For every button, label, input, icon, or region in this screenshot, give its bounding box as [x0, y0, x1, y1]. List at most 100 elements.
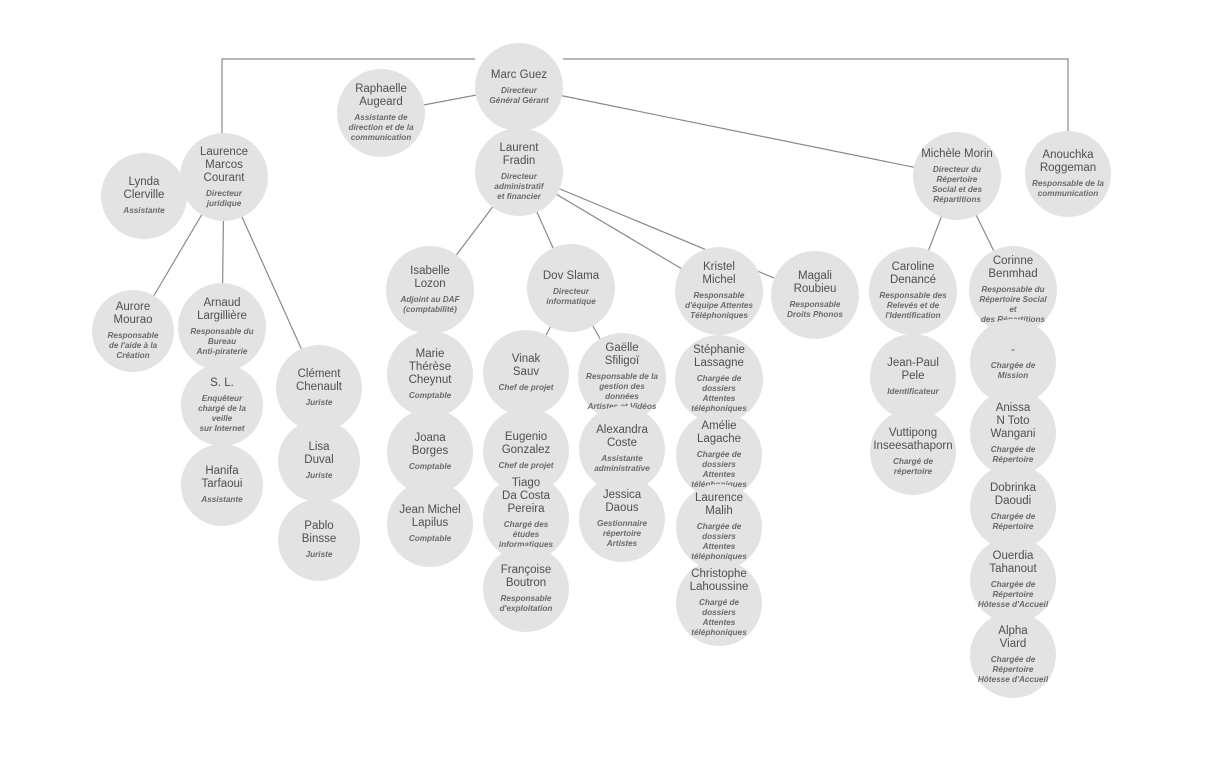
person-node-sl: S. L. Enquêteur chargé de la veille sur I… [181, 364, 263, 446]
person-name: Anissa N Toto Wangani [990, 401, 1036, 440]
person-name: Stéphanie Lassagne [693, 344, 745, 369]
person-name: Vinak Sauv [511, 353, 541, 378]
person-name: Eugenio Gonzalez [501, 431, 551, 456]
person-role: Juriste [305, 550, 333, 559]
person-name: Alpha Viard [998, 625, 1028, 650]
person-role: Chargée de Répertoire Hôtesse d'Accueil [977, 655, 1049, 684]
link-marc-michele [518, 86, 958, 177]
person-name: - [1011, 343, 1015, 356]
person-role: Chargée de Mission [990, 360, 1036, 380]
person-role: Chef de projet [498, 461, 554, 470]
person-role: Responsable de l'aide à la Création [107, 331, 159, 360]
person-role: Assistante [201, 495, 243, 504]
person-name: Jessica Daous [602, 489, 642, 514]
person-name: S. L. [210, 376, 234, 389]
person-role: Comptable [408, 534, 452, 543]
person-name: Aurore Mourao [113, 301, 153, 326]
person-name: Gaëlle Sfiligoï [604, 342, 640, 367]
person-name: Tiago Da Costa Pereira [502, 476, 550, 515]
person-role: Gestionnaire répertoire Artistes [596, 519, 648, 548]
person-role: Enquêteur chargé de la veille sur Intern… [198, 393, 246, 433]
person-role: Adjoint au DAF (comptabilité) [400, 295, 460, 314]
person-role: Directeur informatique [546, 286, 596, 306]
person-name: Amélie Lagache [696, 420, 742, 445]
person-role: Responsable Droits Phonos [787, 300, 843, 319]
person-name: Pablo Binsse [301, 520, 337, 545]
person-role: Comptable [408, 390, 452, 400]
link-laurent-magali [518, 171, 816, 296]
link-marc-anouchka [563, 58, 1069, 131]
person-name: Marc Guez [490, 68, 548, 81]
person-name: Françoise Boutron [500, 564, 552, 589]
person-name: Kristel Michel [702, 261, 736, 286]
person-name: Dov Slama [542, 269, 600, 282]
person-role: Chef de projet [498, 383, 554, 392]
person-role: Juriste [305, 398, 333, 407]
person-name: Marie Thérèse Cheynut [408, 347, 452, 386]
person-name: Laurence Marcos Courant [200, 145, 248, 184]
person-role: Directeur du Répertoire Social et des Ré… [931, 164, 983, 204]
person-role: Directeur administratif et financier [494, 172, 544, 201]
person-name: Corinne Benmhad [988, 255, 1038, 280]
person-name: Alexandra Coste [596, 424, 648, 449]
person-name: Isabelle Lozon [410, 265, 450, 290]
person-role: Directeur juridique [206, 188, 242, 208]
person-name: Ouerdia Tahanout [989, 550, 1037, 575]
person-name: Jean Michel Lapilus [399, 504, 461, 529]
person-role: Responsable des Relevés et de l'Identifi… [879, 291, 947, 320]
person-name: Dobrinka Daoudi [989, 482, 1037, 507]
person-role: Chargée de dossiers Attentes téléphoniqu… [691, 374, 747, 413]
person-role: Responsable de la communication [1032, 179, 1104, 198]
person-name: Laurent Fradin [499, 142, 539, 167]
person-name: Hanifa Tarfaoui [201, 465, 243, 490]
person-role: Assistante de direction et de la communi… [348, 113, 414, 142]
person-name: Anouchka Roggeman [1039, 149, 1097, 174]
person-role: Responsable d'équipe Attentes Téléphoniq… [684, 291, 754, 320]
person-role: Responsable du Bureau Anti-piraterie [190, 327, 254, 356]
person-name: Caroline Denancé [889, 261, 937, 286]
person-name: Jean-Paul Pele [887, 357, 939, 382]
person-role: Chargé de dossiers Attentes téléphonique… [691, 598, 747, 637]
person-role: Assistante [123, 206, 165, 215]
person-role: Chargée de Répertoire Hôtesse d'Accueil [977, 580, 1049, 609]
person-role: Chargée de Répertoire [990, 444, 1036, 464]
person-name: Joana Borges [411, 432, 449, 457]
person-name: Christophe Lahoussine [689, 568, 749, 593]
person-name: Vuttipong Inseesathaporn [873, 427, 953, 452]
person-role: Responsable d'exploitation [499, 594, 553, 613]
person-role: Identificateur [887, 387, 939, 396]
person-name: Arnaud Largillière [197, 297, 247, 322]
person-name: Magali Roubieu [793, 270, 837, 295]
person-role: Directeur Général Gérant [489, 85, 549, 105]
